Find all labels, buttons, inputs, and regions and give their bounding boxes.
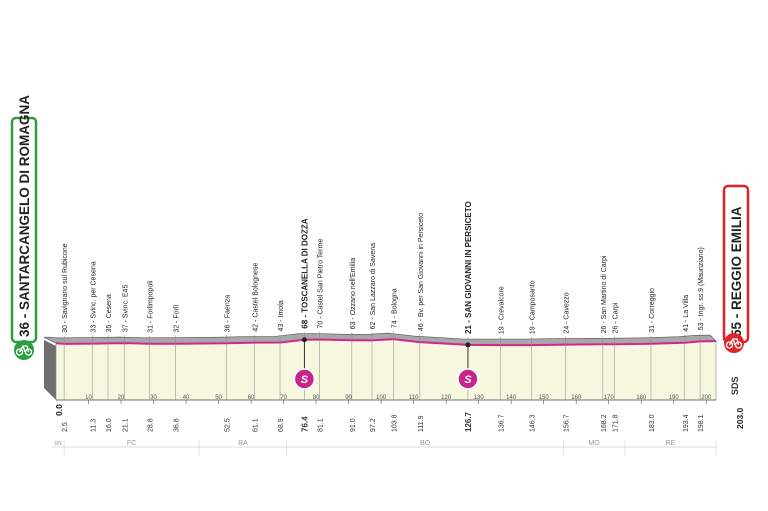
waypoint-label: 26 - San Martino di Carpi [601,255,608,333]
terrain-body [55,338,717,401]
waypoint-label: 32 - Forlì [174,305,181,333]
region-label: FC [127,440,136,447]
region-label: RA [238,440,248,447]
waypoint-km: 16.0 [106,418,113,432]
waypoint-km: 146.3 [530,414,537,432]
waypoint-km: 28.8 [148,418,155,432]
waypoint-label: 53 - Ingr. ss.9 (Mauriziano) [698,247,705,330]
waypoint-labels: 30 - Savignano sul Rubicone 33 - Svinc. p… [62,201,705,334]
waypoint-km: 136.7 [498,414,505,432]
waypoint-label: 31 - Correggio [649,288,656,333]
waypoint-km: 68.9 [278,418,285,432]
terrain-side-wall [44,340,56,400]
waypoint-label: 21 - SAN GIOVANNI IN PERSICETO [464,201,473,334]
waypoint-label: 74 - Bologna [391,288,398,328]
axis-tick-label: 200 [701,395,712,401]
waypoint-label: 35 - Cesena [106,294,113,332]
region-label: MO [588,440,600,447]
axis-tick-label: 20 [118,395,125,401]
axis-tick-label: 170 [604,395,615,401]
waypoint-label: 24 - Cavezzo [563,292,570,333]
axis-tick-label: 10 [85,395,92,401]
waypoint-label: 70 - Castel San Pietro Terme [318,239,325,329]
brand-logo: SDS [730,376,740,395]
axis-tick-label: 160 [571,395,582,401]
region-label: BO [420,440,431,447]
waypoint-label: 19 - Crevalcore [498,286,505,334]
waypoint-label: 68 - TOSCANELLA DI DOZZA [300,218,309,328]
waypoint-km: 156.7 [563,414,570,432]
waypoint-km-labels: 2.5 11.3 16.0 21.1 28.8 36.8 52.5 61.1 68.9 76.4 8… [62,411,705,432]
axis-tick-label: 150 [539,395,550,401]
start-label: 36 - SANTARCANGELO DI ROMAGNA [17,95,32,337]
waypoint-km: 97.2 [370,418,377,432]
axis-tick-label: 100 [376,395,387,401]
axis-tick-label: 80 [313,395,320,401]
waypoint-km: 168.2 [601,414,608,432]
axis-tick-label: 120 [441,395,452,401]
finish-box: 55 - REGGIO EMILIA [722,184,750,353]
waypoint-label: 62 - San Lazzaro di Savena [370,243,377,329]
axis-tick-label: 50 [215,395,222,401]
waypoint-km: 111.9 [418,415,425,432]
waypoint-km: 11.3 [91,419,98,432]
waypoint-km: 91.0 [350,418,357,432]
axis-tick-label: 180 [636,395,647,401]
axis-tick-label: 190 [669,395,680,401]
start-box: 36 - SANTARCANGELO DI ROMAGNA [10,95,38,360]
bicycle-icon [15,345,33,356]
waypoint-label: 37 - Svinc. E45 [123,285,130,333]
waypoint-km: 76.4 [300,416,309,432]
waypoint-label: 26 - Carpi [613,302,620,333]
waypoint-km: 52.5 [225,418,232,432]
axis-tick-label: 110 [409,395,419,401]
waypoint-km: 171.8 [613,414,620,432]
waypoint-label: 30 - Savignano sul Rubicone [62,243,69,333]
start-km: 0.0 [54,404,64,416]
waypoint-km: 183.0 [649,414,656,432]
waypoint-label: 43 - Imola [278,300,285,331]
waypoint-label: 63 - Ozzano nell'Emilia [350,258,357,329]
sprint-icon [457,368,479,390]
waypoint-label: 41 - La Villa [683,295,690,332]
axis-tick-label: 70 [280,395,287,401]
sprint-label: S [301,374,309,386]
waypoint-label: 33 - Svinc. per Cesena [91,261,98,332]
axis-tick-label: 140 [506,395,517,401]
waypoint-km: 81.1 [318,418,325,432]
waypoint-km: 193.4 [683,414,690,432]
axis-tick-label: 40 [183,395,190,401]
finish-bicycle-icon [725,338,743,349]
axis-tick-label: 130 [474,395,485,401]
waypoint-km: 126.7 [464,411,473,432]
waypoint-km: 2.5 [62,422,69,432]
sprint-label: S [464,374,472,386]
sprint-icon [293,368,316,390]
waypoint-label: 19 - Camposanto [530,280,537,334]
waypoint-label: 36 - Faenza [225,295,232,332]
waypoint-km: 61.1 [253,418,260,432]
waypoint-km: 103.8 [391,414,398,432]
elevation-profile-line [55,338,717,347]
waypoint-label: 42 - Castel Bolognese [253,263,260,332]
waypoint-label: 31 - Forlimpopoli [148,280,155,333]
region-label: RE [666,440,676,447]
region-label: RN [54,441,62,447]
finish-km: 203.0 [735,407,745,429]
region-strip: RN FC RA BO MO RE [52,440,717,456]
waypoint-km: 198.1 [698,414,705,432]
finish-label: 55 - REGGIO EMILIA [729,206,744,337]
km-axis: 10 20 30 40 50 60 70 80 90 100 110 120 130 140 150 160 1… [56,395,716,404]
axis-tick-label: 90 [345,395,352,401]
waypoint-km: 21.1 [123,418,130,432]
waypoint-label: 46 - Bv. per San Giovanni in Persiceto [418,213,425,331]
axis-tick-label: 60 [248,395,255,401]
waypoint-km: 36.8 [174,418,181,432]
axis-tick-label: 30 [150,395,157,401]
